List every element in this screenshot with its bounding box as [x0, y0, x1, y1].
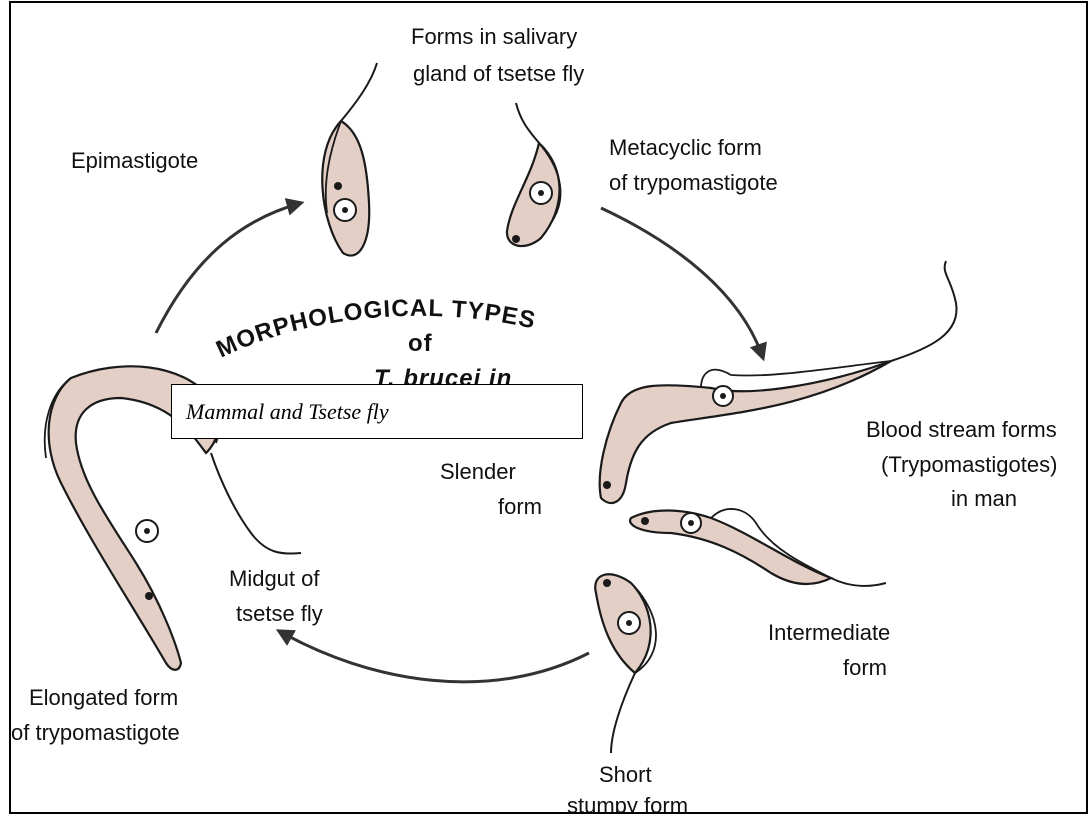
- label-slender-line1: Slender: [440, 459, 516, 484]
- arrow-metacyclic-to-bloodstream: [601, 208, 763, 358]
- label-metacyclic-line2: of trypomastigote: [609, 170, 778, 195]
- label-bloodstream-line1: Blood stream forms: [866, 417, 1057, 442]
- label-epimastigote: Epimastigote: [71, 148, 198, 173]
- short-stumpy-organism: [595, 574, 656, 753]
- intermediate-organism: [630, 509, 886, 586]
- label-intermediate-line2: form: [843, 655, 887, 680]
- label-salivary-line1: Forms in salivary: [411, 24, 577, 49]
- label-midgut-line1: Midgut of: [229, 566, 320, 591]
- label-elongated-line1: Elongated form: [29, 685, 178, 710]
- label-intermediate-line1: Intermediate: [768, 620, 890, 645]
- diagram-title-of: of: [408, 330, 433, 357]
- label-bloodstream-line2: (Trypomastigotes): [881, 452, 1057, 477]
- label-stumpy-line1: Short: [599, 762, 652, 787]
- label-bloodstream-line3: in man: [951, 486, 1017, 511]
- diagram-frame: MORPHOLOGICAL TYPES of T. brucei in Form…: [9, 1, 1088, 814]
- label-midgut-line2: tsetse fly: [236, 601, 323, 626]
- label-metacyclic-line1: Metacyclic form: [609, 135, 762, 160]
- arrow-stumpy-to-midgut: [279, 631, 589, 682]
- label-elongated-line2: of trypomastigote: [11, 720, 180, 745]
- label-stumpy-line2: stumpy form: [567, 793, 688, 814]
- overlay-caption-box: Mammal and Tsetse fly: [171, 384, 583, 439]
- overlay-caption-text: Mammal and Tsetse fly: [186, 399, 389, 425]
- epimastigote-organism: [322, 63, 377, 256]
- label-slender-line2: form: [498, 494, 542, 519]
- label-salivary-line2: gland of tsetse fly: [413, 61, 584, 86]
- metacyclic-organism: [507, 103, 561, 246]
- diagram-title-curved: MORPHOLOGICAL TYPES: [212, 295, 538, 363]
